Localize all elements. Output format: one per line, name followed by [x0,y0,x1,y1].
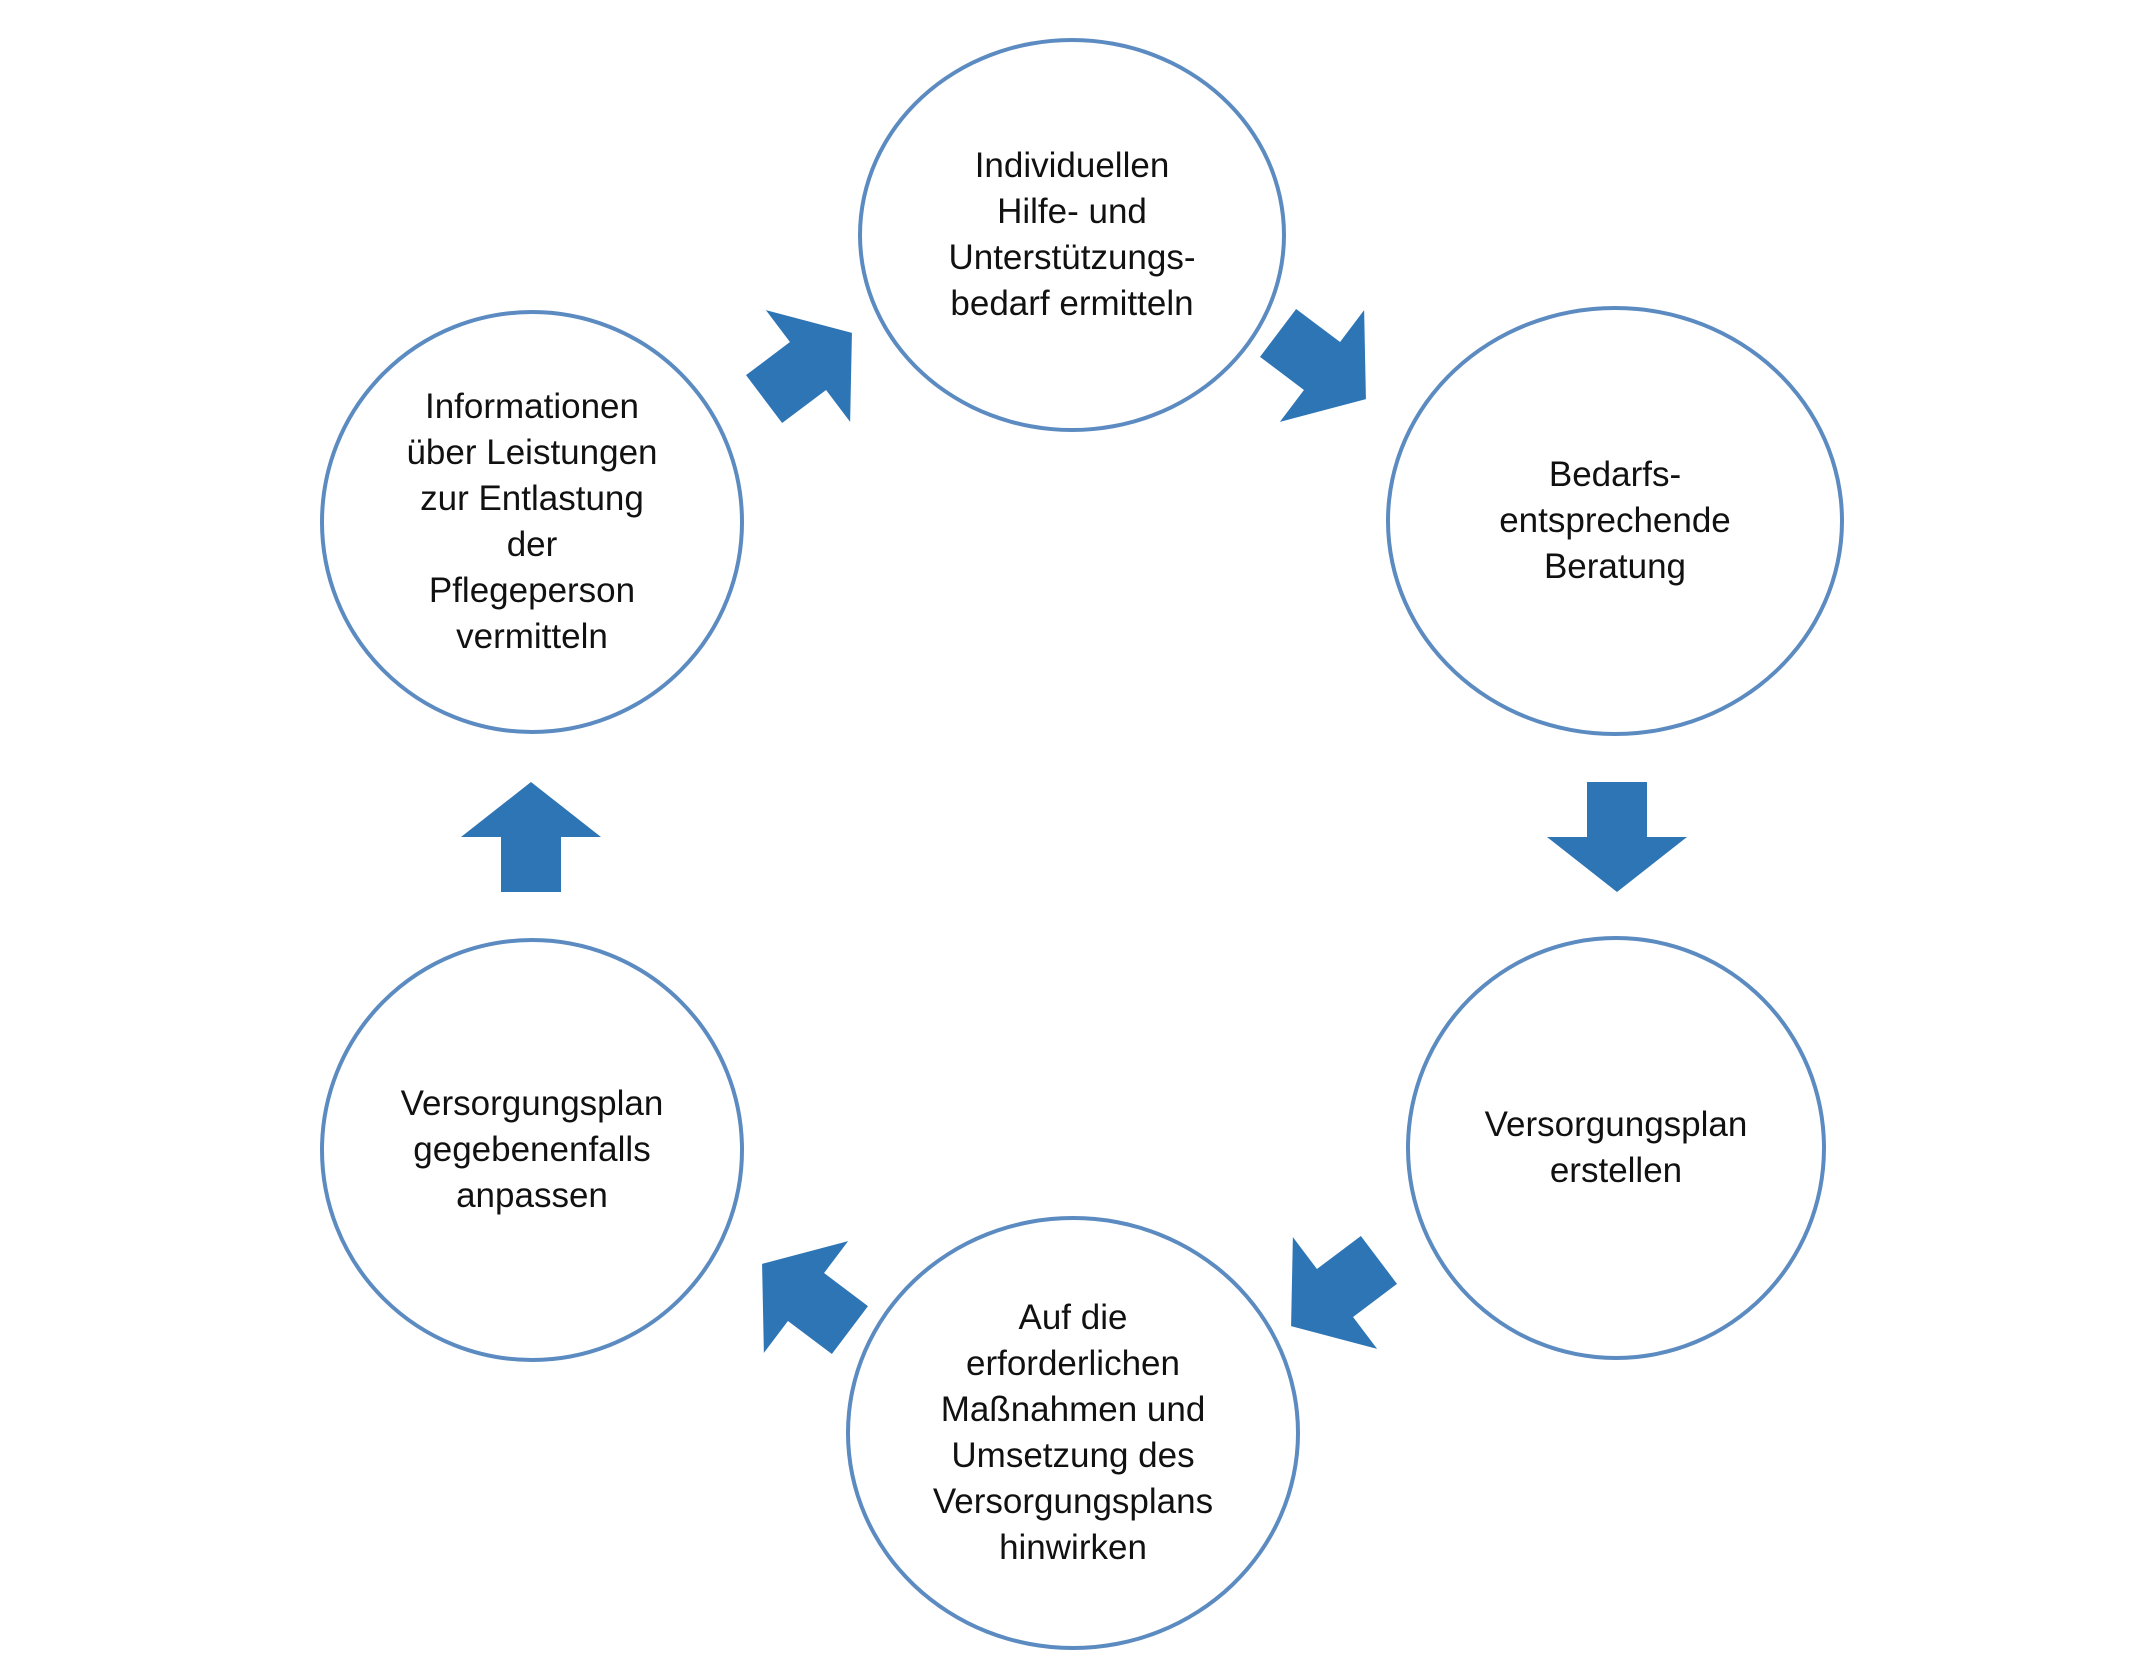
node-bedarf-ermitteln: Individuellen Hilfe- und Unterstützungs-… [858,38,1286,432]
node-label: Individuellen Hilfe- und Unterstützungs-… [948,146,1196,323]
cycle-arrow-3 [1291,1235,1397,1349]
arrow-icon [461,782,601,892]
arrow-icon [1291,1235,1397,1349]
node-plan-anpassen: Versorgungsplan gegebenenfalls anpassen [320,938,744,1362]
cycle-arrow-4 [762,1241,868,1355]
arrow-icon [1547,782,1687,892]
arrow-icon [1260,308,1366,422]
node-informationen: Informationen über Leistungen zur Entlas… [320,310,744,734]
cycle-arrow-2 [1547,782,1687,892]
arrow-icon [762,1241,868,1355]
arrow-icon [746,310,852,424]
node-beratung: Bedarfs- entsprechende Beratung [1386,306,1844,736]
node-label: Bedarfs- entsprechende Beratung [1499,455,1731,586]
cycle-arrow-5 [461,782,601,892]
node-massnahmen: Auf die erforderlichen Maßnahmen und Ums… [846,1216,1300,1650]
node-label: Versorgungsplan erstellen [1484,1105,1748,1190]
node-label: Informationen über Leistungen zur Entlas… [406,387,658,656]
node-plan-erstellen: Versorgungsplan erstellen [1406,936,1826,1360]
node-label: Versorgungsplan gegebenenfalls anpassen [400,1084,664,1215]
cycle-arrow-6 [746,310,852,424]
cycle-arrow-1 [1260,308,1366,422]
node-label: Auf die erforderlichen Maßnahmen und Ums… [932,1298,1214,1567]
